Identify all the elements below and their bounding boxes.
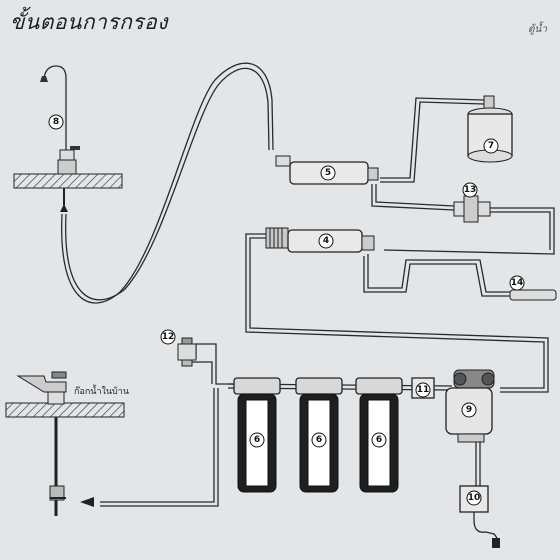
callout-13: 13: [462, 182, 478, 198]
callout-6b: 6: [311, 432, 327, 448]
callout-6c: 6: [371, 432, 387, 448]
page-title: ขั้นตอนการกรอง: [10, 10, 168, 34]
svg-text:4: 4: [323, 236, 329, 246]
ro-faucet: [40, 65, 80, 212]
svg-text:14: 14: [511, 278, 524, 288]
house-faucet-label: ก๊อกน้ำในบ้าน: [74, 387, 129, 397]
page-reference: ตู้น้ำ: [528, 24, 547, 35]
callout-8: 8: [48, 114, 64, 130]
svg-text:6: 6: [254, 435, 260, 445]
svg-text:10: 10: [468, 493, 481, 503]
svg-text:7: 7: [488, 141, 494, 151]
svg-text:13: 13: [464, 185, 477, 195]
flow-restrictor-14: [509, 289, 557, 301]
callout-6a: 6: [249, 432, 265, 448]
callout-10: 10: [466, 490, 482, 506]
svg-text:12: 12: [162, 332, 175, 342]
callout-14: 14: [509, 275, 525, 291]
callout-4: 4: [318, 233, 334, 249]
svg-text:9: 9: [466, 405, 472, 415]
house-faucet: [16, 371, 67, 516]
callout-7: 7: [483, 138, 499, 154]
svg-text:8: 8: [53, 117, 59, 127]
callout-9: 9: [461, 402, 477, 418]
valve-13: [453, 195, 491, 223]
svg-text:6: 6: [316, 435, 322, 445]
svg-text:6: 6: [376, 435, 382, 445]
svg-text:5: 5: [325, 168, 331, 178]
inlet-valve-12: [177, 337, 197, 367]
callout-11: 11: [415, 382, 431, 398]
svg-text:11: 11: [417, 385, 430, 395]
counter-top-lower: [5, 402, 125, 418]
filter-4: [265, 227, 375, 253]
callout-5: 5: [320, 165, 336, 181]
counter-top-upper: [13, 173, 123, 189]
flow-arrow-icon: [80, 497, 94, 507]
callout-12: 12: [160, 329, 176, 345]
